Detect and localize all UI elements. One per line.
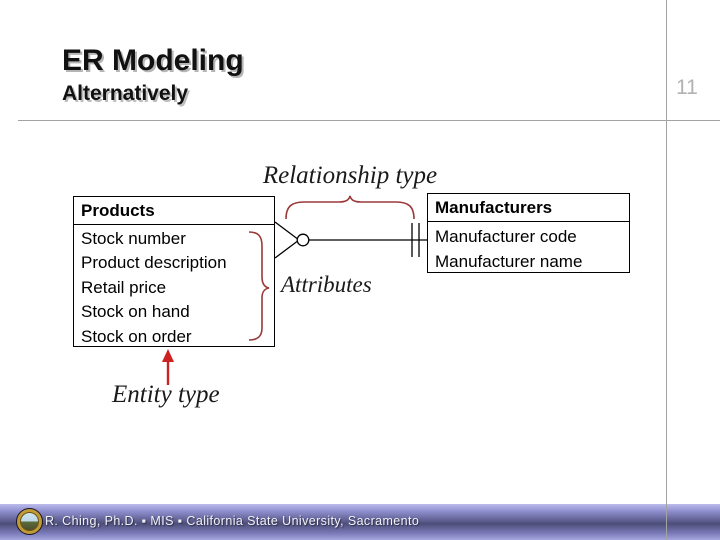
title-divider-line	[18, 120, 720, 121]
manufacturers-entity-box: Manufacturers Manufacturer code Manufact…	[427, 193, 630, 273]
crows-foot-icon	[274, 221, 298, 259]
products-entity-box: Products Stock number Product descriptio…	[73, 196, 275, 347]
slide-title: ER Modeling	[62, 44, 244, 77]
entity-type-label: Entity type	[112, 381, 220, 408]
attribute-row: Stock number	[81, 229, 186, 248]
page-number: 11	[676, 76, 698, 99]
relationship-type-label: Relationship type	[262, 162, 438, 189]
university-seal-center	[20, 512, 39, 531]
relationship-brace-icon	[285, 195, 415, 220]
attribute-row: Manufacturer name	[435, 252, 583, 271]
attributes-label: Attributes	[281, 272, 372, 297]
manufacturers-attribute-list: Manufacturer code Manufacturer name	[428, 222, 629, 274]
cardinality-bars-icon	[411, 223, 420, 257]
attribute-row: Manufacturer code	[435, 227, 577, 246]
products-attribute-list: Stock number Product description Retail …	[74, 225, 274, 349]
right-margin-line	[666, 0, 667, 540]
manufacturers-header: Manufacturers	[428, 194, 629, 222]
attribute-row: Stock on order	[81, 326, 192, 346]
slide-subtitle: Alternatively	[62, 82, 189, 105]
entity-arrow-icon	[162, 349, 174, 385]
products-header: Products	[74, 197, 274, 225]
university-seal-icon	[16, 508, 43, 535]
attribute-row: Stock on hand	[81, 302, 190, 322]
attribute-row: Product description	[81, 253, 227, 273]
attribute-row: Retail price	[81, 277, 167, 297]
footer-bar	[0, 504, 720, 540]
footer-credit: R. Ching, Ph.D. ▪ MIS ▪ California State…	[45, 514, 420, 528]
optionality-circle-icon	[296, 233, 310, 247]
